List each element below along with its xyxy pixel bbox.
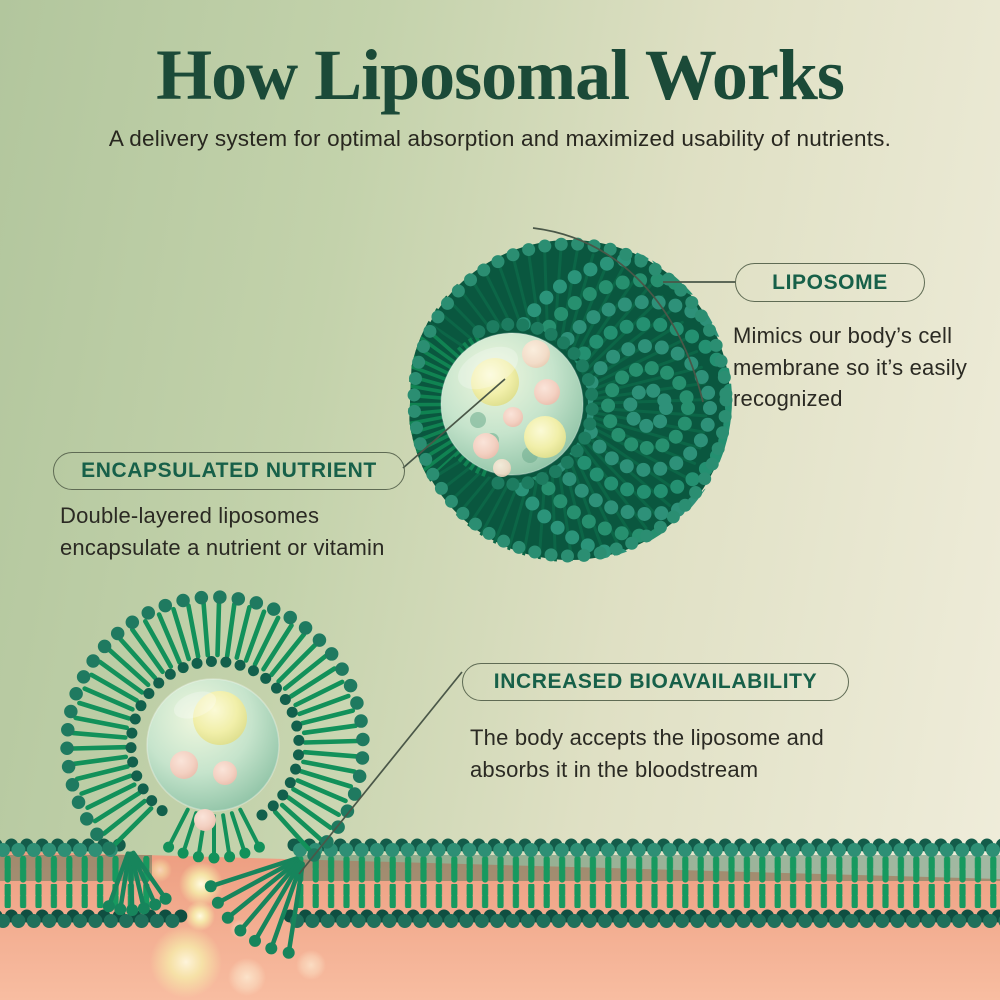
fusing-liposome bbox=[60, 590, 370, 959]
encapsulated-nutrient-label-pill: ENCAPSULATED NUTRIENT bbox=[53, 452, 405, 490]
encapsulated-nutrient-description: Double-layered liposomes encapsulate a n… bbox=[60, 503, 385, 560]
page-subtitle: A delivery system for optimal absorption… bbox=[108, 126, 892, 151]
liposome-connector-arc bbox=[532, 227, 704, 403]
encapsulated-nutrient-label: ENCAPSULATED NUTRIENT bbox=[81, 459, 377, 482]
lumen-highlight bbox=[458, 346, 518, 390]
sphere-nutrients bbox=[470, 340, 566, 477]
sphere-silhouette-bead-ring bbox=[407, 237, 733, 563]
inner-leaflet-bead-ring bbox=[471, 317, 599, 491]
cell-membrane bbox=[0, 838, 1000, 928]
increased-bioavailability-label-pill: INCREASED BIOAVAILABILITY bbox=[462, 663, 849, 701]
fusing-liposome-nutrients bbox=[170, 691, 247, 831]
increased-bioavailability-description: The body accepts the liposome and absorb… bbox=[470, 725, 824, 782]
fusing-liposome-tail-fan bbox=[70, 600, 360, 853]
membrane-head-row-bottom bbox=[0, 909, 1000, 928]
liposome-sphere bbox=[407, 237, 733, 563]
encapsulated-nutrient-connector-line bbox=[402, 378, 506, 469]
fusing-liposome-outer-bead-ring bbox=[60, 590, 370, 862]
connector-lines bbox=[298, 227, 736, 875]
page-title: How Liposomal Works bbox=[156, 35, 845, 115]
released-nutrient bbox=[194, 809, 216, 831]
liposome-label: LIPOSOME bbox=[772, 270, 888, 294]
liposome-label-pill: LIPOSOME bbox=[735, 263, 925, 302]
fusing-liposome-inner-bead-ring bbox=[125, 655, 305, 821]
membrane-head-row-top bbox=[0, 838, 1000, 857]
increased-bioavailability-connector-line bbox=[298, 671, 463, 875]
liposome-description: Mimics our body’s cell membrane so it’s … bbox=[733, 323, 968, 412]
membrane-tails-right bbox=[296, 856, 1000, 908]
junction-tail-fan-left bbox=[102, 850, 172, 916]
junction-tail-fan-right bbox=[204, 856, 305, 959]
increased-bioavailability-label: INCREASED BIOAVAILABILITY bbox=[493, 670, 818, 693]
